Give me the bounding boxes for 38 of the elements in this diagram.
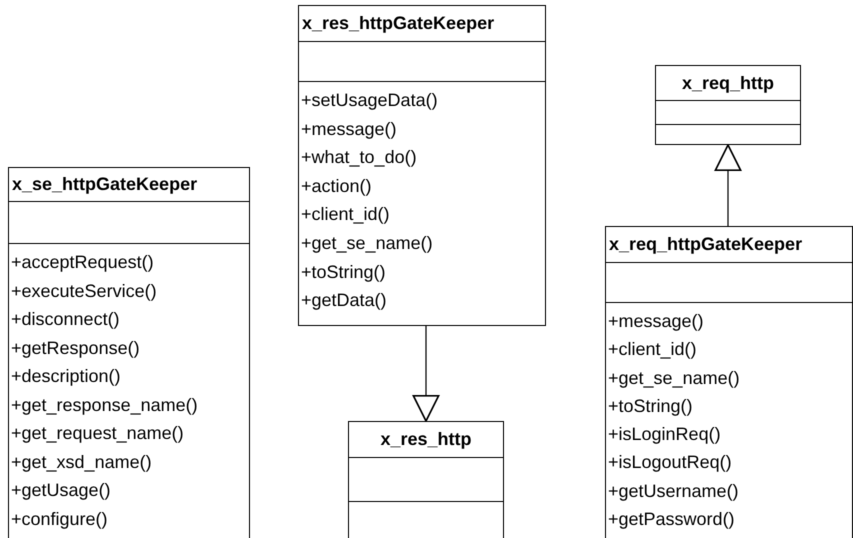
method-name: +message(): [301, 118, 398, 141]
class-box: [605, 226, 853, 538]
method-name: +get_se_name(): [608, 366, 741, 390]
method-name: +acceptRequest(): [11, 251, 155, 274]
generalization-arrow: [412, 326, 440, 422]
method-name: +getResponse(): [11, 336, 141, 360]
class-name: x_res_httpGateKeeper: [302, 13, 494, 34]
method-name: +what_to_do(): [301, 146, 418, 170]
method-name: +getUsage(): [11, 479, 112, 502]
method-name: +getUsername(): [608, 480, 740, 503]
method-name: +action(): [301, 174, 373, 198]
method-name: +isLoginReq(): [608, 423, 722, 446]
class-box: [655, 65, 801, 145]
method-name: +setUsageData(): [301, 89, 439, 112]
method-name: +getPassword(): [608, 508, 736, 532]
method-name: +get_xsd_name(): [11, 450, 153, 474]
method-name: +executeService(): [11, 280, 158, 303]
method-name: +get_response_name(): [11, 394, 199, 417]
class-box: [8, 167, 250, 538]
class-box: [298, 5, 546, 326]
method-name: +client_id(): [608, 338, 698, 362]
class-name: x_se_httpGateKeeper: [12, 174, 198, 195]
method-name: +get_request_name(): [11, 422, 185, 445]
generalization-arrow: [714, 144, 742, 226]
method-name: +client_id(): [301, 203, 391, 226]
class-name: x_req_httpGateKeeper: [609, 234, 802, 255]
method-name: +description(): [11, 365, 122, 388]
class-name: x_req_http: [682, 72, 774, 94]
method-name: +toString(): [301, 260, 387, 284]
class-box: [348, 421, 504, 538]
method-name: +getData(): [301, 289, 388, 312]
method-name: +isLogoutReq(): [608, 451, 733, 474]
class-name: x_res_http: [380, 429, 472, 450]
method-name: +disconnect(): [11, 308, 121, 331]
method-name: +get_se_name(): [301, 232, 434, 255]
method-name: +message(): [608, 310, 705, 333]
method-name: +toString(): [608, 394, 694, 418]
method-name: +configure(): [11, 508, 109, 531]
